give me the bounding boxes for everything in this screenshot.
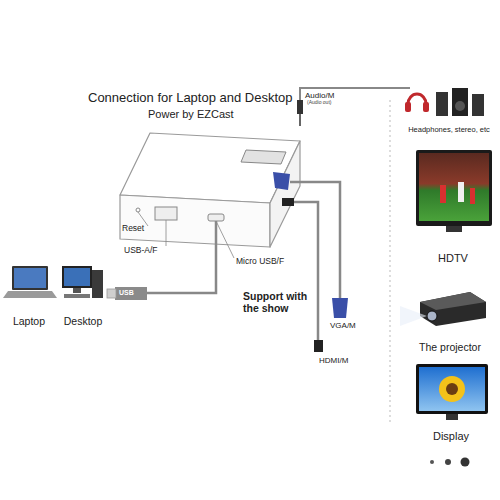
vga-port [241,150,286,164]
headphones-icon [405,94,429,112]
projector-top [420,292,486,310]
desktop-screen [64,268,90,286]
usb-a-port [155,207,177,220]
node-label: Display [433,430,469,442]
desktop-stand [73,288,81,293]
ear-cup [405,102,411,112]
monitor-frame [416,364,488,414]
device-front [120,195,270,247]
desktop-icon [62,266,103,298]
dot [461,458,470,467]
node-label: Laptop [13,316,45,328]
dot [445,459,451,465]
diagram-title: Connection for Laptop and Desktop [88,90,293,105]
projector-node: The projector [402,286,498,354]
speaker-cone [455,101,465,111]
player [470,188,475,204]
usb-plug [115,287,147,300]
tv-frame [416,150,492,226]
leader-line [166,220,167,246]
desktop-tower [92,270,103,298]
speaker [472,94,484,116]
node-label: HDTV [438,252,468,264]
connector-note: (Audio out) [307,100,331,106]
usb-plug-tip [107,289,116,298]
speaker [452,88,468,116]
vga-plug [273,172,290,190]
laptop-screen-frame [12,266,48,290]
projector-body [420,292,486,326]
plug-text: USB [119,289,134,297]
sunflower-petals [439,376,465,402]
tv-icon [416,150,492,232]
dot [430,460,434,464]
hdmi-plug [314,340,323,352]
headband [408,94,426,104]
projector-icon [400,292,486,326]
player [458,182,464,202]
micro-usb-port [208,214,224,221]
tv-stand [446,226,462,232]
laptop-base [3,291,57,298]
note: Support with the show [243,290,313,314]
ear-cup [423,102,429,112]
projector-lens [427,311,437,321]
audio-jack-tip [299,114,301,126]
tv-screen [419,153,489,221]
speakers-icon [436,88,484,116]
leader-line [216,221,234,258]
divider-line [390,100,391,425]
node-label: The projector [419,342,481,354]
laptop-icon [3,266,57,298]
connector-name: HDMI/M [319,356,348,365]
port-name: Reset [122,224,144,234]
speaker [436,92,448,116]
port-name: USB-A/F [124,246,158,256]
desktop-monitor [62,266,92,288]
vga-plug [332,298,348,318]
connector-name: Audio/M [305,91,334,100]
display-node: Display [408,360,494,442]
sunflower-center [446,383,458,395]
player [440,185,446,203]
laptop-screen [14,268,46,288]
monitor-stand [446,414,458,420]
monitor-screen [419,367,485,411]
laptop-node: Laptop [0,258,58,328]
hdmi-cable [294,202,318,340]
desktop-keyboard [64,294,90,298]
subtitle: Power by EZCast [148,108,234,121]
connector-name: VGA/M [330,321,356,330]
vga-cable [290,182,340,298]
reset-hole [136,208,140,212]
tv-node: HDTV [408,146,498,264]
hdmi-plug [282,198,294,206]
usb-cable [147,221,216,293]
node-label: Desktop [64,316,103,328]
light-beam [400,306,427,326]
audio-jack [297,100,303,114]
device-top [120,133,300,203]
port-name: Micro USB/F [236,257,284,267]
ezcast-device [120,133,300,247]
node-label: Headphones, stereo, etc [408,126,490,134]
monitor-icon [416,364,488,420]
audio-output-node: Headphones, stereo, etc [398,86,500,134]
audio-cable [300,88,410,100]
desktop-node: Desktop [56,258,110,328]
